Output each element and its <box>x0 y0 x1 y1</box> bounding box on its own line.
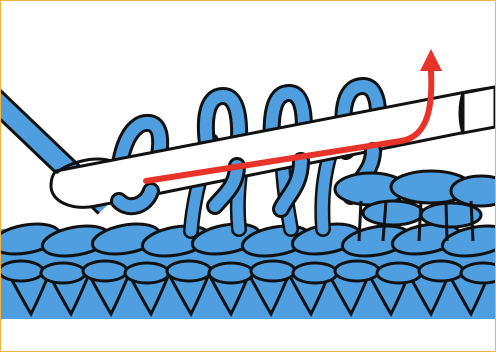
fabric-base-row <box>1 219 495 319</box>
arrow-head-icon <box>420 49 442 71</box>
